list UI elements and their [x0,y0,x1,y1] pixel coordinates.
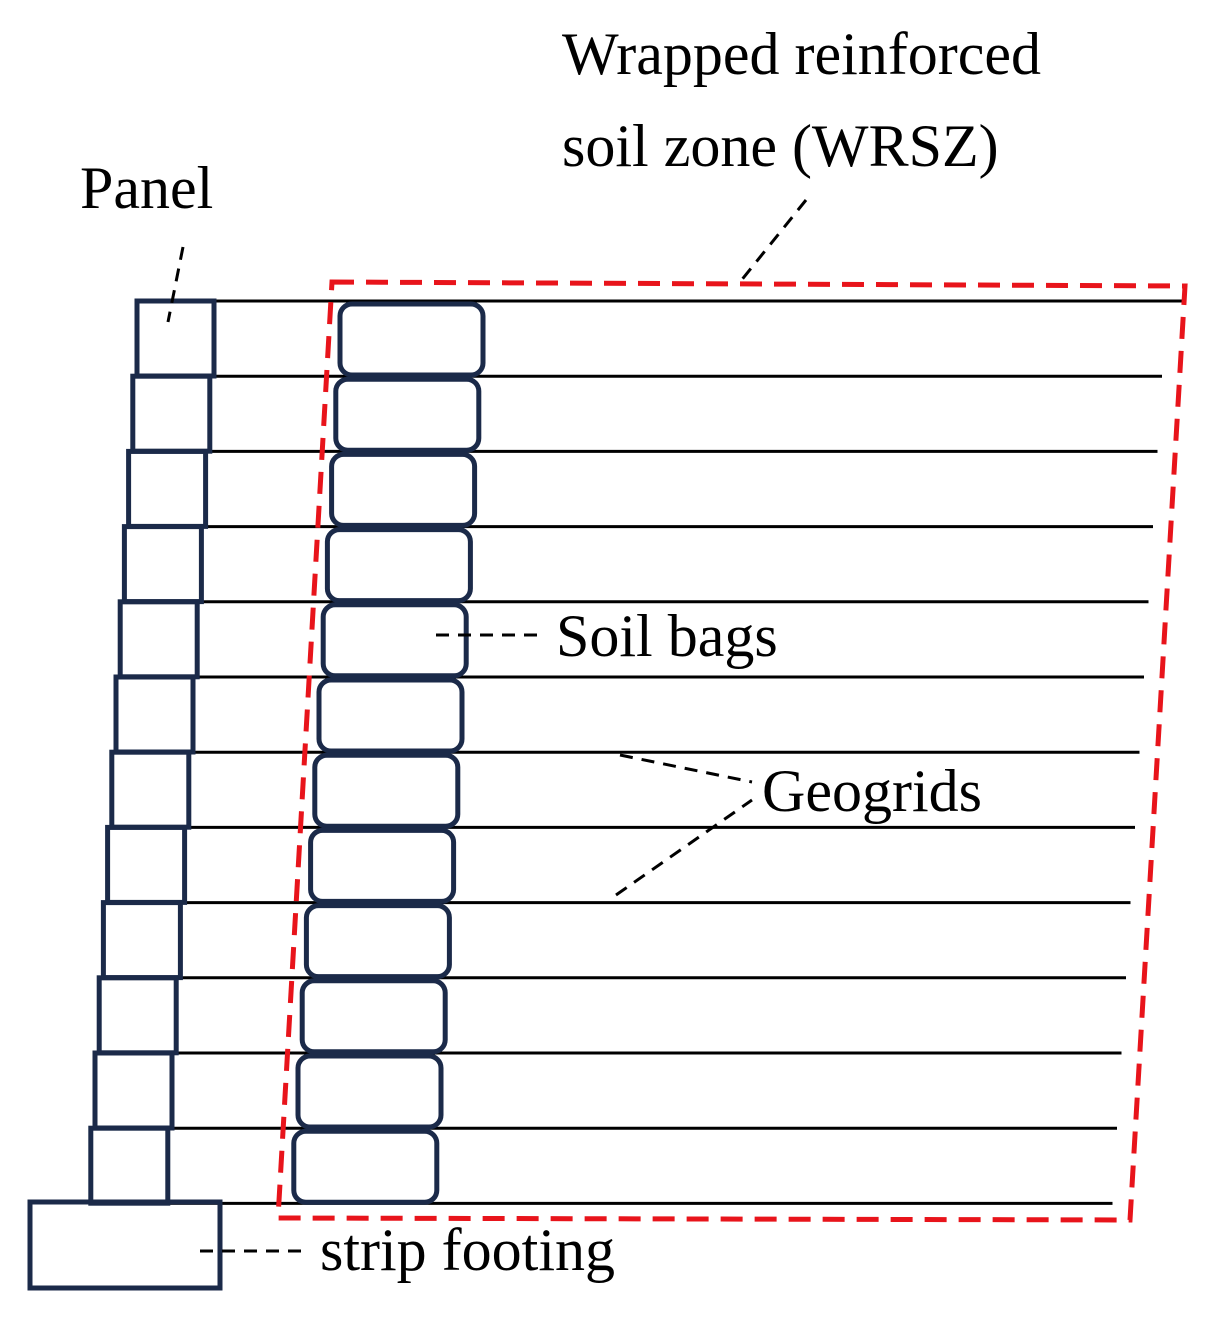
facing-panel [105,824,188,905]
strip-footing-label: strip footing [320,1217,615,1283]
soil-bag [337,301,486,378]
wrsz-boundary [275,279,1188,1223]
wrsz-label-line1: Wrapped reinforced [562,21,1041,87]
facing-panel [109,749,192,830]
soil-bag [324,527,473,604]
strip-footing-block [27,1199,223,1291]
geogrids-label: Geogrids [762,758,982,824]
soil-bag [333,376,482,453]
facing-panel [100,900,183,981]
facing-panel [130,373,213,454]
soil-bags-label: Soil bags [556,603,778,669]
soil-bags [291,301,486,1205]
soil-bag [320,602,469,679]
wrsz-label-line2: soil zone (WRSZ) [562,113,999,179]
facing-panel [113,674,196,755]
facing-panel [121,524,204,605]
soil-bag [291,1128,440,1205]
soil-bag [308,827,457,904]
soil-bag [303,903,452,980]
panel-label: Panel [80,155,213,221]
soil-bag [329,451,478,528]
geogrid-layers [163,299,1184,1205]
facing-panel [117,599,200,680]
facing-panel [96,975,179,1056]
geogrids-leader-lower [615,798,753,897]
soil-bag [316,677,465,754]
facing-panel [134,298,217,379]
facing-panel [88,1125,171,1206]
facing-panel [92,1050,175,1131]
soil-bag [295,1053,444,1130]
soil-bag [312,752,461,829]
soil-bag [299,978,448,1055]
panel-leader [166,246,185,323]
leader-lines [166,199,808,1253]
facing-panel [126,448,209,529]
wrsz-leader [738,199,808,283]
geogrids-leader-upper [619,753,753,784]
